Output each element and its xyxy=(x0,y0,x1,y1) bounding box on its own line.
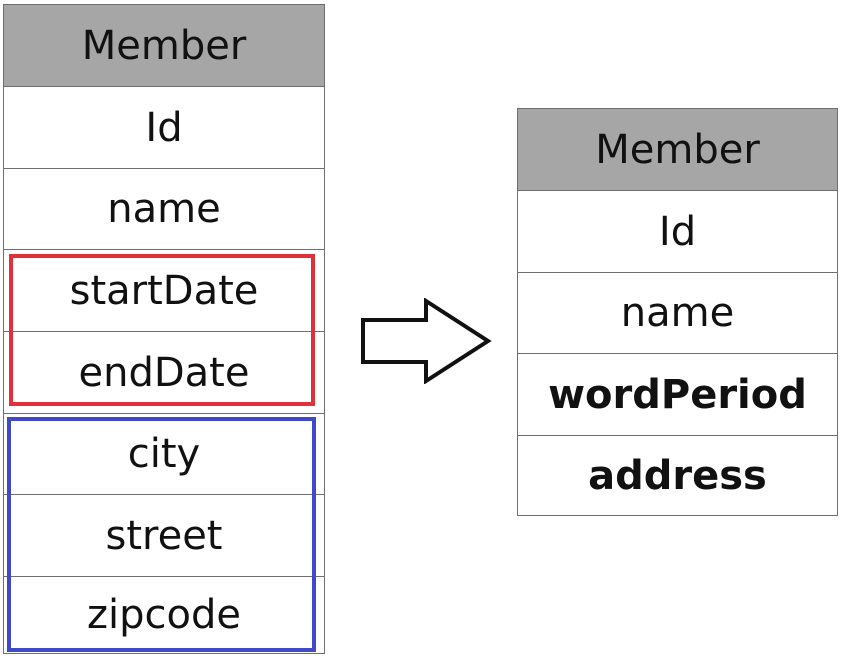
field-work-period: wordPeriod xyxy=(518,354,837,436)
field-start-date: startDate xyxy=(4,250,324,332)
field-street: street xyxy=(4,495,324,577)
address-group-highlight xyxy=(7,417,316,652)
member-table-before: Member Id name startDate endDate city st… xyxy=(3,4,325,654)
field-id: Id xyxy=(4,87,324,169)
member-table-after: Member Id name wordPeriod address xyxy=(517,108,838,516)
table-header: Member xyxy=(4,5,324,87)
field-id: Id xyxy=(518,191,837,273)
period-group-highlight xyxy=(9,254,315,406)
field-name: name xyxy=(518,273,837,354)
field-end-date: endDate xyxy=(4,332,324,414)
field-zipcode: zipcode xyxy=(87,592,241,638)
table-header: Member xyxy=(518,109,837,191)
arrow-right-icon xyxy=(361,298,492,384)
field-name: name xyxy=(4,169,324,250)
field-city: city xyxy=(4,414,324,495)
field-address: address xyxy=(588,452,767,499)
